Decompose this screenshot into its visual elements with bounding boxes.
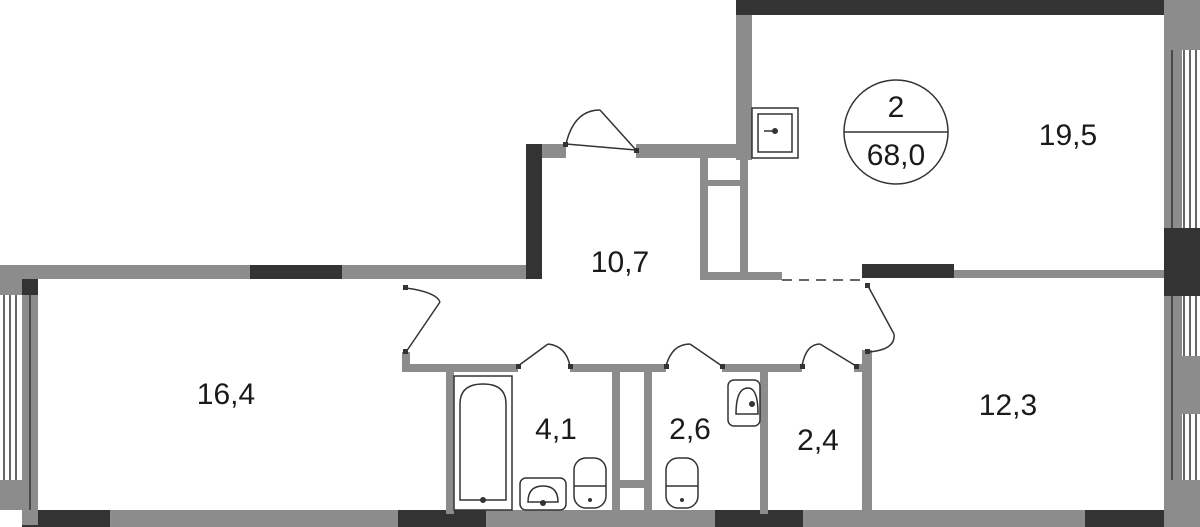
rooms-count: 2 <box>887 91 905 124</box>
window-left <box>3 295 31 510</box>
apartment-badge <box>843 79 949 185</box>
room-area-living-room: 19,5 <box>1038 119 1098 152</box>
toilet-icon <box>573 457 607 509</box>
window-right-top <box>1171 50 1197 228</box>
bathtub-icon <box>453 375 513 511</box>
door-toilet <box>664 343 725 369</box>
washbasin-icon <box>519 477 567 511</box>
room-area-storage: 2,4 <box>797 424 839 457</box>
doors <box>403 109 895 369</box>
window-right-bottom <box>1171 296 1197 480</box>
door-bedroom <box>403 285 441 354</box>
kitchen-sink-icon <box>751 107 799 159</box>
fixtures <box>453 107 799 511</box>
door-entrance <box>563 109 639 153</box>
door-bedroom-2 <box>865 283 895 354</box>
room-area-bedroom: 16,4 <box>196 378 256 411</box>
door-storage <box>800 343 859 369</box>
room-area-toilet: 2,6 <box>669 413 711 446</box>
room-area-bathroom: 4,1 <box>535 413 577 446</box>
door-bathroom <box>516 343 573 369</box>
windows <box>3 50 1197 510</box>
wc-washbasin-icon <box>727 379 761 427</box>
total-area: 68,0 <box>866 139 926 172</box>
room-area-hallway: 10,7 <box>590 246 650 279</box>
wc-toilet-icon <box>665 457 699 509</box>
room-area-bedroom-2: 12,3 <box>978 389 1038 422</box>
